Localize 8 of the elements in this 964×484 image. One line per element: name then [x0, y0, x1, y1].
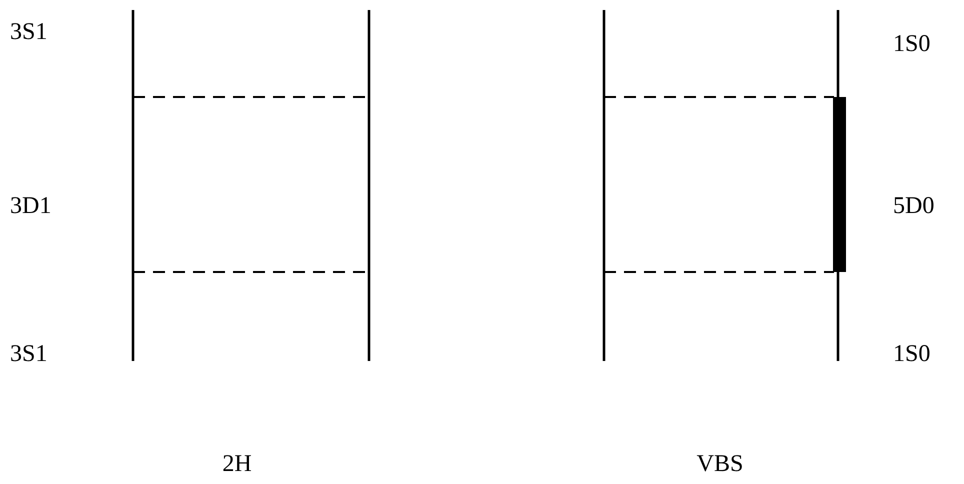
state-label: 3S1 — [10, 340, 48, 368]
state-label: 3D1 — [10, 192, 52, 220]
state-label: 1S0 — [893, 340, 930, 368]
state-label: 1S0 — [893, 30, 930, 58]
diagram-caption: 2H — [222, 450, 252, 478]
state-label: 5D0 — [893, 192, 934, 220]
state-label: 3S1 — [10, 18, 48, 46]
diagram-caption: VBS — [696, 450, 744, 478]
